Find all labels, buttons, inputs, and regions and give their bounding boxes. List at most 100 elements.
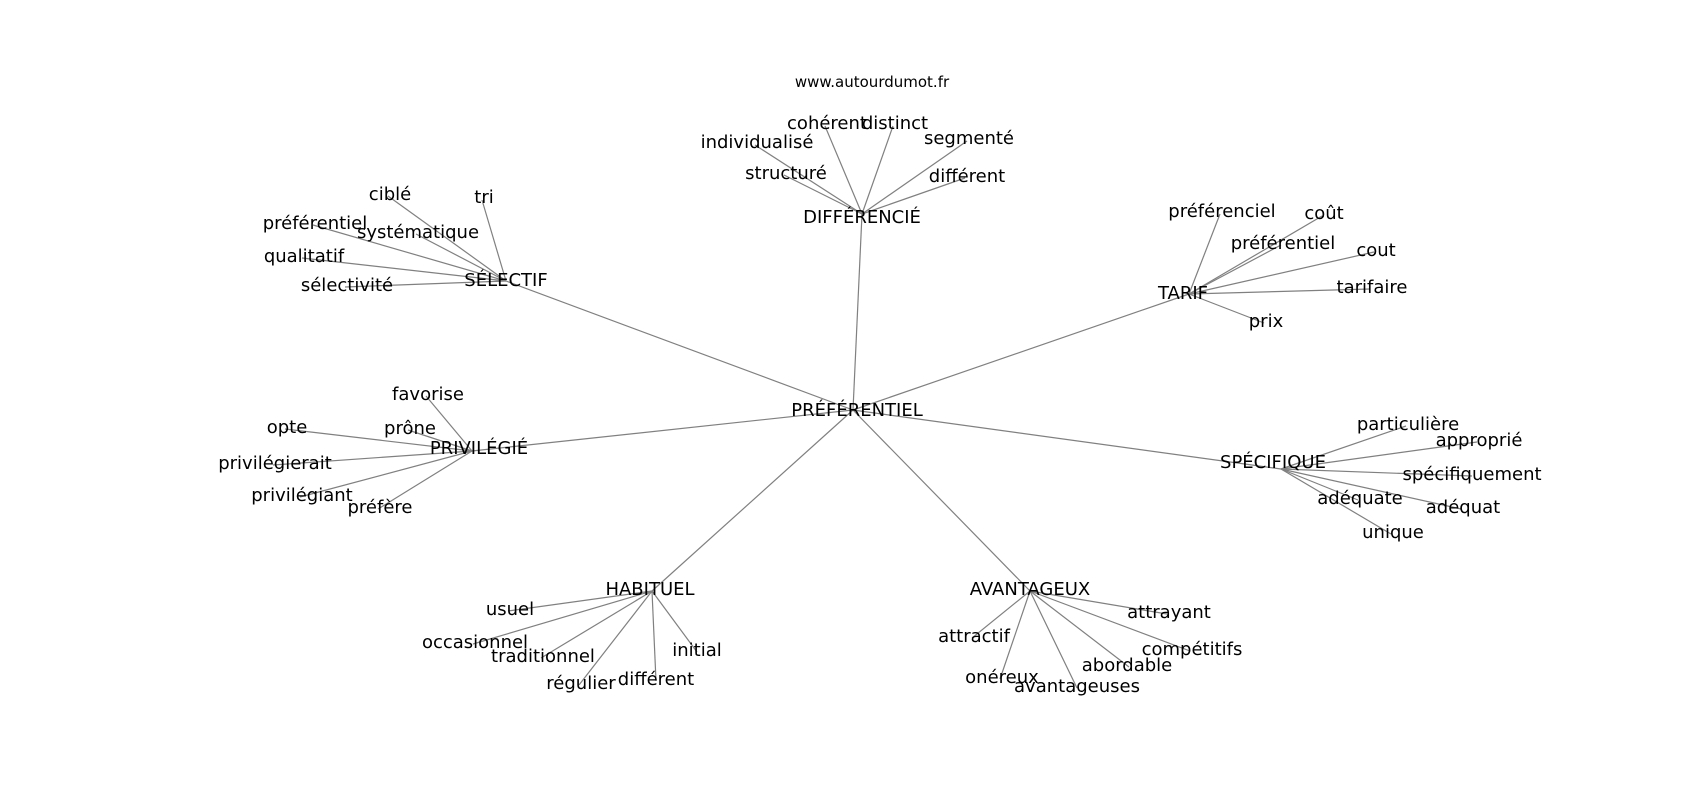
edge-tarif-leaf: [1188, 251, 1375, 295]
edge-tarif-leaf: [1188, 215, 1323, 295]
edge-center-habituel: [651, 409, 854, 592]
leaf-node[interactable]: prône: [384, 418, 436, 439]
source-label[interactable]: www.autourdumot.fr: [795, 73, 950, 91]
edge-tarif-leaf: [1188, 213, 1221, 295]
leaf-node[interactable]: régulier: [546, 673, 616, 694]
edge-specifique-leaf: [1280, 468, 1392, 535]
leaf-node[interactable]: segmenté: [924, 128, 1014, 149]
edges-layer: [272, 125, 1478, 689]
cluster-node-differencie[interactable]: DIFFÉRENCIÉ: [803, 206, 921, 228]
edge-avantageux-leaf: [971, 590, 1031, 639]
edge-avantageux-leaf: [1029, 590, 1191, 652]
leaf-node[interactable]: tarifaire: [1337, 277, 1408, 298]
leaf-node[interactable]: privilégierait: [218, 453, 332, 474]
edge-avantageux-leaf: [999, 590, 1031, 680]
edge-center-specifique: [852, 409, 1282, 470]
leaf-node[interactable]: onéreux: [965, 667, 1039, 688]
center-node[interactable]: PRÉFÉRENTIEL: [791, 399, 923, 421]
leaf-node[interactable]: approprié: [1436, 430, 1523, 451]
leaf-node[interactable]: préférenciel: [1168, 201, 1275, 222]
edge-differencie-leaf: [783, 174, 863, 215]
edge-habituel-leaf: [540, 590, 653, 659]
edge-tarif-leaf: [1188, 244, 1282, 295]
leaf-node[interactable]: cout: [1356, 240, 1395, 261]
edge-tarif-leaf: [1188, 293, 1265, 324]
leaf-node[interactable]: distinct: [862, 113, 928, 134]
leaf-node[interactable]: différent: [618, 669, 694, 690]
edge-specifique-leaf: [1280, 468, 1473, 477]
edge-privilegie-leaf: [299, 450, 473, 498]
edge-habituel-leaf: [651, 590, 657, 682]
edge-specifique-leaf: [1280, 468, 1359, 501]
edge-differencie-leaf: [861, 125, 894, 215]
leaf-node[interactable]: attractif: [938, 626, 1011, 647]
edge-tarif-leaf: [1188, 288, 1371, 295]
leaf-node[interactable]: abordable: [1082, 655, 1173, 676]
cluster-node-avantageux[interactable]: AVANTAGEUX: [970, 579, 1091, 600]
leaf-node[interactable]: préférentiel: [1231, 233, 1336, 254]
leaf-node[interactable]: avantageuses: [1014, 676, 1140, 697]
edge-habituel-leaf: [472, 590, 653, 645]
edge-selectif-leaf: [387, 195, 507, 282]
edge-differencie-leaf: [861, 177, 966, 215]
leaf-node[interactable]: privilégiant: [251, 485, 352, 506]
leaf-node[interactable]: coût: [1304, 203, 1343, 224]
edge-avantageux-leaf: [1029, 590, 1168, 615]
edge-privilegie-leaf: [407, 429, 473, 452]
edge-selectif-leaf: [301, 257, 507, 282]
leaf-node[interactable]: opte: [267, 417, 308, 438]
leaf-node[interactable]: individualisé: [701, 132, 814, 153]
leaf-node[interactable]: initial: [672, 640, 722, 661]
leaf-node[interactable]: préfère: [348, 497, 413, 518]
cluster-node-selectif[interactable]: SÉLECTIF: [464, 269, 547, 291]
edge-privilegie-leaf: [425, 395, 473, 452]
edge-avantageux-leaf: [1029, 590, 1130, 668]
edge-specifique-leaf: [1280, 441, 1478, 470]
leaf-node[interactable]: usuel: [486, 599, 534, 620]
leaf-node[interactable]: adéquat: [1426, 497, 1500, 518]
cluster-node-privilegie[interactable]: PRIVILÉGIÉ: [430, 437, 528, 459]
edge-selectif-leaf: [344, 280, 507, 288]
edge-habituel-leaf: [651, 590, 698, 653]
leaf-node[interactable]: tri: [474, 187, 493, 208]
edge-specifique-leaf: [1280, 468, 1462, 510]
edge-habituel-leaf: [507, 590, 653, 612]
cluster-node-habituel[interactable]: HABITUEL: [605, 579, 694, 600]
edge-center-avantageux: [852, 409, 1031, 592]
leaf-node[interactable]: préférentiel: [263, 213, 368, 234]
leaf-node[interactable]: ciblé: [369, 184, 411, 205]
edge-selectif-leaf: [312, 224, 507, 282]
leaf-node[interactable]: sélectivité: [301, 275, 393, 296]
edge-differencie-leaf: [824, 125, 863, 215]
leaf-node[interactable]: attrayant: [1127, 602, 1211, 623]
leaf-node[interactable]: compétitifs: [1142, 639, 1243, 660]
edge-privilegie-leaf: [284, 428, 473, 452]
leaf-node[interactable]: unique: [1362, 522, 1424, 543]
leaf-node[interactable]: occasionnel: [422, 632, 528, 653]
edge-habituel-leaf: [578, 590, 653, 686]
edge-differencie-leaf: [754, 144, 863, 215]
leaf-node[interactable]: qualitatif: [264, 246, 345, 267]
leaf-node[interactable]: traditionnel: [491, 646, 595, 667]
edge-center-differencie: [852, 213, 863, 411]
leaf-node[interactable]: adéquate: [1317, 488, 1403, 509]
edge-selectif-leaf: [481, 199, 507, 282]
cluster-node-tarif[interactable]: TARIF: [1157, 283, 1208, 304]
edge-specifique-leaf: [1280, 425, 1407, 470]
leaf-node[interactable]: systématique: [357, 222, 479, 243]
leaf-node[interactable]: différent: [929, 166, 1005, 187]
leaf-node[interactable]: favorise: [392, 384, 464, 405]
edge-center-privilegie: [471, 409, 854, 452]
leaf-node[interactable]: cohérent: [787, 113, 867, 134]
edge-center-tarif: [852, 293, 1190, 411]
leaf-node[interactable]: particulière: [1357, 414, 1459, 435]
edge-differencie-leaf: [861, 140, 968, 215]
leaf-node[interactable]: spécifiquement: [1402, 464, 1541, 485]
cluster-node-specifique[interactable]: SPÉCIFIQUE: [1220, 451, 1326, 473]
edge-center-selectif: [505, 280, 854, 411]
leaf-node[interactable]: prix: [1249, 311, 1284, 332]
leaf-node[interactable]: structuré: [745, 163, 827, 184]
edge-privilegie-leaf: [377, 450, 473, 510]
